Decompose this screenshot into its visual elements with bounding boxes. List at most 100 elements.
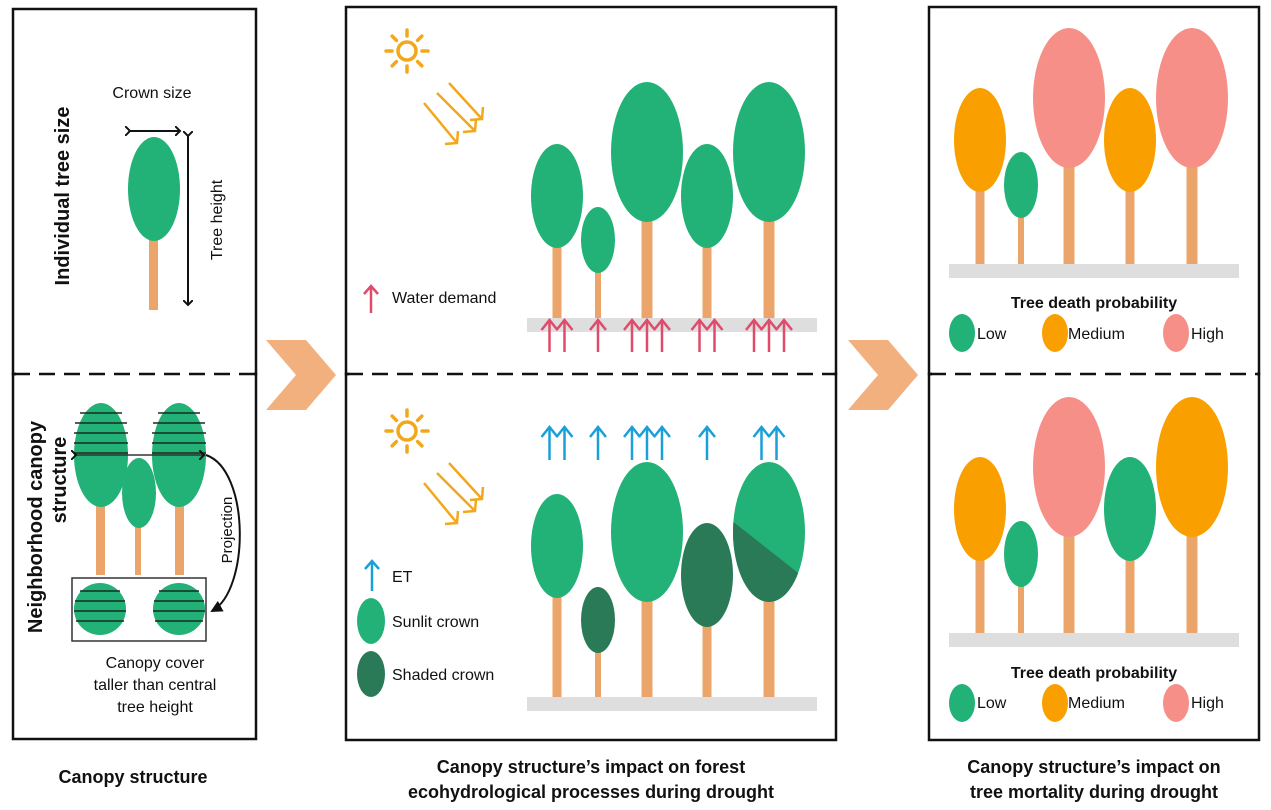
crown	[531, 144, 583, 248]
radiation-arrow	[448, 462, 483, 500]
crown	[581, 587, 615, 653]
legend-title: Tree death probability	[1011, 665, 1177, 682]
trunk	[1018, 583, 1024, 633]
projected-crown	[153, 583, 205, 635]
caption-line-2: taller than central	[94, 677, 217, 694]
sunlit-crown-legend-swatch	[357, 598, 385, 644]
legend-swatch-low	[949, 684, 975, 722]
trunk	[595, 269, 601, 318]
trunk	[149, 240, 158, 310]
crown-size-label: Crown size	[112, 85, 191, 102]
crown	[954, 88, 1006, 192]
crown	[1156, 397, 1228, 537]
tree-height-label: Tree height	[209, 179, 226, 260]
panel3-title-line2: tree mortality during drought	[970, 782, 1218, 802]
ground	[949, 633, 1239, 647]
trunk	[975, 557, 985, 633]
crown	[733, 82, 805, 222]
arrowhead	[589, 424, 607, 438]
arrowhead	[363, 284, 379, 295]
radiation-arrow	[423, 482, 458, 524]
legend-swatch-medium	[1042, 314, 1068, 352]
arrowhead	[444, 510, 460, 526]
sun-ray	[415, 34, 424, 43]
trunk	[1063, 533, 1075, 633]
chevron-right-icon	[266, 340, 336, 410]
panel2-title-line2: ecohydrological processes during drought	[408, 782, 774, 802]
crown	[1104, 457, 1156, 561]
sun-icon	[384, 408, 485, 526]
trunk	[763, 598, 775, 697]
arrowhead	[705, 317, 724, 331]
crown	[1033, 397, 1105, 537]
trunk	[552, 244, 562, 318]
sun-disc	[396, 420, 418, 442]
arrowhead	[653, 317, 671, 331]
side-label-individual-tree-size: Individual tree size	[52, 107, 74, 286]
crown	[681, 523, 733, 627]
trunk	[702, 244, 712, 318]
trunk	[975, 188, 985, 264]
arrowhead	[469, 106, 485, 122]
radiation-arrow	[423, 102, 458, 144]
arrowhead	[589, 317, 607, 331]
arrowhead	[690, 317, 709, 331]
side-label-neighborhood-canopy: Neighborhood canopy	[25, 420, 47, 633]
crown	[1104, 88, 1156, 192]
trunk	[1125, 557, 1135, 633]
panel-ecohydrological: Water demand ET Sunlit crown Shaded crow…	[344, 5, 838, 802]
panel-canopy-structure: Individual tree size Crown size Tree hei…	[11, 7, 258, 787]
arrowhead	[364, 559, 380, 570]
crown	[1004, 521, 1038, 587]
crown	[1156, 28, 1228, 168]
projection-label: Projection	[219, 497, 236, 564]
shaded-crown-label: Shaded crown	[392, 667, 494, 684]
shaded-crown-legend-swatch	[357, 651, 385, 697]
arrowhead	[555, 424, 574, 438]
trunk	[641, 218, 653, 318]
water-demand-label: Water demand	[392, 290, 496, 307]
arrowhead	[540, 317, 559, 331]
arrowhead	[462, 498, 478, 514]
sun-ray	[415, 414, 424, 423]
crown	[611, 82, 683, 222]
trunk	[1018, 214, 1024, 264]
projected-crown	[74, 583, 126, 635]
arrowhead	[760, 317, 778, 331]
arrowhead	[752, 424, 771, 438]
legend-high: High	[1191, 695, 1224, 712]
trunk	[595, 649, 601, 697]
chevron-right-icon	[848, 340, 918, 410]
legend-medium: Medium	[1068, 695, 1125, 712]
legend-swatch-low	[949, 314, 975, 352]
crown	[1004, 152, 1038, 218]
trunk	[1063, 164, 1075, 264]
arrowhead	[653, 424, 671, 438]
panel1-title: Canopy structure	[58, 767, 207, 787]
sun-icon	[384, 28, 485, 146]
legend-title: Tree death probability	[1011, 295, 1177, 312]
arrowhead	[745, 317, 763, 331]
sun-ray	[390, 439, 399, 448]
sun-ray	[415, 439, 424, 448]
trunk	[763, 218, 775, 318]
trunk	[1125, 188, 1135, 264]
panel-tree-mortality: Tree death probability Low Medium High T…	[927, 5, 1261, 802]
legend-swatch-medium	[1042, 684, 1068, 722]
sun-ray	[390, 34, 399, 43]
panel2-title-line1: Canopy structure’s impact on forest	[437, 757, 745, 777]
sun-ray	[415, 59, 424, 68]
projection-box	[71, 577, 207, 642]
arrowhead	[469, 486, 485, 502]
crown	[954, 457, 1006, 561]
crown	[611, 462, 683, 602]
legend-medium: Medium	[1068, 326, 1125, 343]
arrowhead	[698, 424, 716, 438]
caption-line-1: Canopy cover	[106, 655, 205, 672]
arrowhead	[555, 317, 574, 331]
crown-shaded-portion	[733, 520, 805, 602]
arrowhead	[638, 317, 656, 331]
ground	[527, 697, 817, 711]
arrowhead	[638, 424, 656, 438]
trunk	[1186, 164, 1198, 264]
